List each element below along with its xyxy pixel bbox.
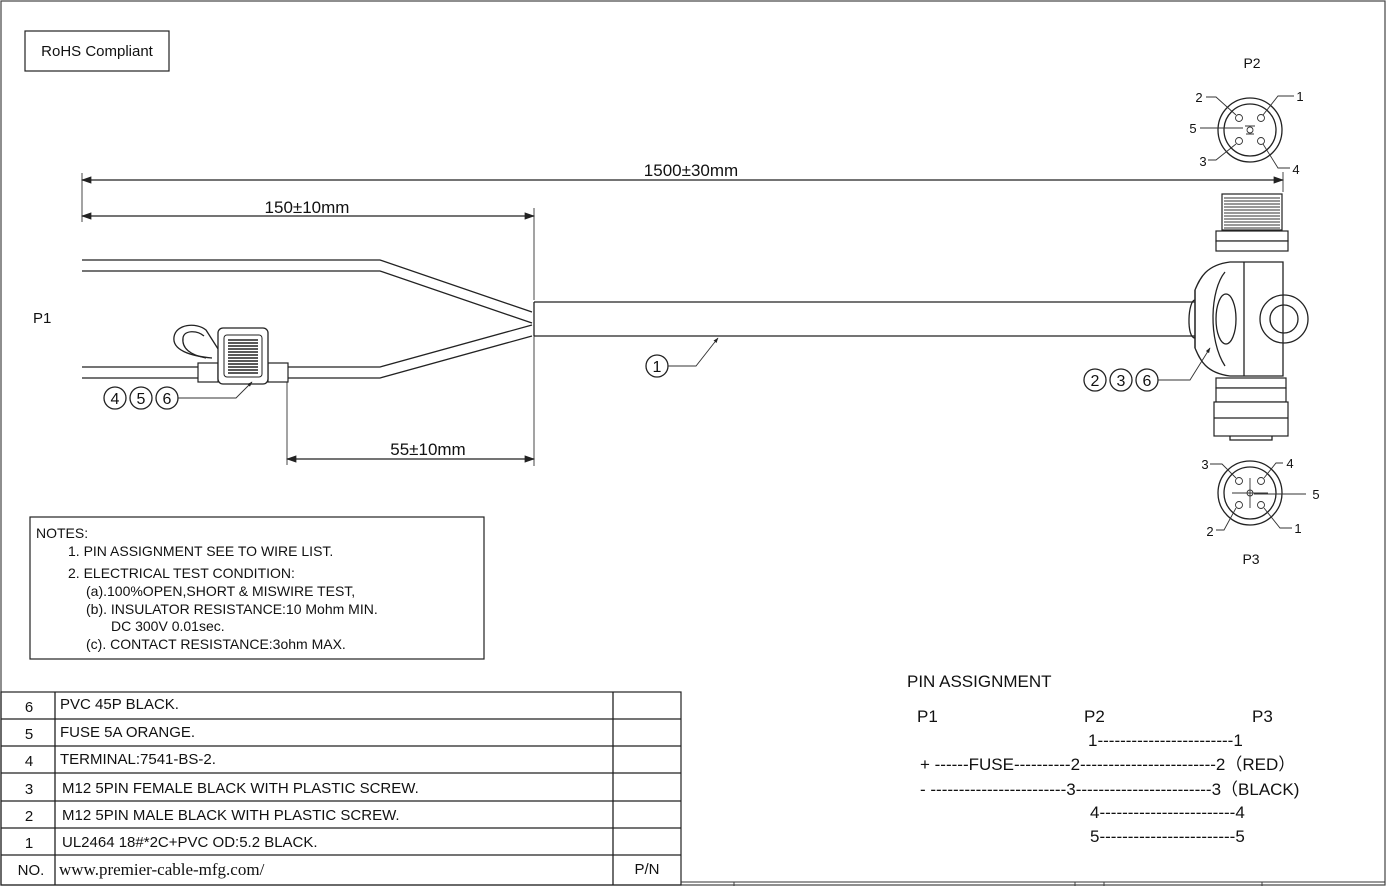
p2-label: P2 [1243, 55, 1260, 71]
callout-tee: 2 3 6 [1083, 347, 1211, 392]
p2-pin-4 [1257, 137, 1265, 145]
bom-row-desc: M12 5PIN MALE BLACK WITH PLASTIC SCREW. [62, 807, 400, 824]
notes-line-2: 2. ELECTRICAL TEST CONDITION: [68, 565, 295, 581]
notes-line-1: 1. PIN ASSIGNMENT SEE TO WIRE LIST. [68, 543, 333, 559]
pin-assignment-header-p1: P1 [917, 707, 938, 726]
notes-line-4: (b). INSULATOR RESISTANCE:10 Mohm MIN. [86, 601, 378, 617]
callout-fuse-number-a: 4 [111, 391, 120, 408]
dimension-branch: 150±10mm [80, 198, 536, 220]
fuse-holder [173, 324, 289, 385]
p2-pin-label-1: 1 [1296, 89, 1303, 104]
bom-row-desc: M12 5PIN FEMALE BLACK WITH PLASTIC SCREW… [62, 780, 419, 797]
p3-pin-label-5: 5 [1312, 487, 1319, 502]
p1-label: P1 [33, 310, 51, 327]
bom-row-no: 5 [25, 726, 33, 743]
callout-fuse-number-b: 5 [137, 391, 146, 408]
bom-row: 3 M12 5PIN FEMALE BLACK WITH PLASTIC SCR… [25, 780, 419, 798]
upper-wire [82, 259, 533, 324]
rohs-label: RoHS Compliant [41, 43, 154, 60]
bom-row: 2 M12 5PIN MALE BLACK WITH PLASTIC SCREW… [25, 807, 400, 825]
p3-pin-3 [1235, 477, 1243, 485]
notes-line-3: (a).100%OPEN,SHORT & MISWIRE TEST, [86, 583, 355, 599]
dimension-branch-label: 150±10mm [265, 198, 350, 217]
dimension-fuse: 55±10mm [285, 440, 536, 463]
pin-assignment-header-p2: P2 [1084, 707, 1105, 726]
bom-row-no: 4 [25, 753, 33, 770]
p3-pin-label-1: 1 [1294, 521, 1301, 536]
p3-pin-2 [1235, 501, 1243, 509]
bom-footer-pn: P/N [634, 861, 659, 878]
callout-fuse-number-c: 6 [163, 391, 172, 408]
bom-row: 5 FUSE 5A ORANGE. [25, 724, 195, 743]
p3-pin-label-3: 3 [1201, 457, 1208, 472]
notes-title: NOTES: [36, 525, 88, 541]
p2-pin-1 [1257, 114, 1265, 122]
p2-pin-label-5: 5 [1189, 121, 1196, 136]
p3-pin-1 [1257, 501, 1265, 509]
dimension-total-label: 1500±30mm [644, 161, 738, 180]
pin-assignment-row: - ------------------------3-------------… [920, 780, 1299, 799]
pin-assignment-title: PIN ASSIGNMENT [907, 672, 1052, 691]
pin-assignment-row: + ------FUSE----------2-----------------… [920, 755, 1295, 774]
bom-row-desc: UL2464 18#*2C+PVC OD:5.2 BLACK. [62, 834, 318, 851]
bom-row-no: 2 [25, 808, 33, 825]
p2-thread [1224, 197, 1280, 229]
callout-tee-number-c: 6 [1143, 373, 1152, 390]
p3-pin-4 [1257, 477, 1265, 485]
pin-assignment-row: 4------------------------4 [1090, 803, 1245, 822]
callout-tee-number-b: 3 [1117, 373, 1126, 390]
p3-face: 1 2 3 4 5 P3 [1201, 456, 1319, 567]
lower-wire [82, 324, 533, 379]
bom-row-no: 6 [25, 699, 33, 716]
rohs-box: RoHS Compliant [24, 30, 170, 72]
notes-line-5: DC 300V 0.01sec. [111, 618, 225, 634]
p3-pin-label-2: 2 [1206, 524, 1213, 539]
p2-pin-5 [1246, 126, 1254, 134]
p3-pin-label-4: 4 [1286, 456, 1293, 471]
pin-assignment: PIN ASSIGNMENT P1 P2 P3 1---------------… [907, 672, 1299, 846]
pin-assignment-row: 5------------------------5 [1090, 827, 1245, 846]
bom-table: 6 PVC 45P BLACK. 5 FUSE 5A ORANGE. 4 TER… [0, 691, 682, 886]
bom-row-desc: FUSE 5A ORANGE. [60, 724, 195, 741]
p2-pin-label-4: 4 [1292, 162, 1299, 177]
bom-footer-url: www.premier-cable-mfg.com/ [59, 860, 265, 879]
bottom-frame-ticks [681, 881, 1385, 886]
p2-pin-label-3: 3 [1199, 154, 1206, 169]
main-cable [533, 301, 1195, 337]
fuse-grip-ribs [228, 339, 258, 374]
callout-cable: 1 [645, 337, 719, 378]
callout-cable-number: 1 [653, 359, 662, 376]
p2-pin-3 [1235, 137, 1243, 145]
pin-assignment-header-p3: P3 [1252, 707, 1273, 726]
notes-box: NOTES: 1. PIN ASSIGNMENT SEE TO WIRE LIS… [29, 516, 485, 660]
dimension-fuse-label: 55±10mm [390, 440, 465, 459]
bom-row-no: 3 [25, 781, 33, 798]
p3-label: P3 [1242, 551, 1259, 567]
dimension-total: 1500±30mm [80, 161, 1285, 184]
callout-fuse: 4 5 6 [103, 381, 253, 410]
pin-assignment-row: 1------------------------1 [1088, 731, 1243, 750]
bom-row: 1 UL2464 18#*2C+PVC OD:5.2 BLACK. [25, 834, 318, 852]
p2-pin-2 [1235, 114, 1243, 122]
p2-pin-label-2: 2 [1195, 90, 1202, 105]
bom-row-desc: TERMINAL:7541-BS-2. [60, 751, 216, 768]
tee-connector [1188, 193, 1309, 441]
p2-face: P2 1 2 3 4 5 [1189, 55, 1303, 177]
bom-footer-no: NO. [18, 862, 45, 879]
bom-row: 6 PVC 45P BLACK. [25, 696, 179, 716]
notes-line-6: (c). CONTACT RESISTANCE:3ohm MAX. [86, 636, 346, 652]
bom-row-no: 1 [25, 835, 33, 852]
bom-row: 4 TERMINAL:7541-BS-2. [25, 751, 216, 770]
bom-row-desc: PVC 45P BLACK. [60, 696, 179, 713]
callout-tee-number-a: 2 [1091, 373, 1100, 390]
